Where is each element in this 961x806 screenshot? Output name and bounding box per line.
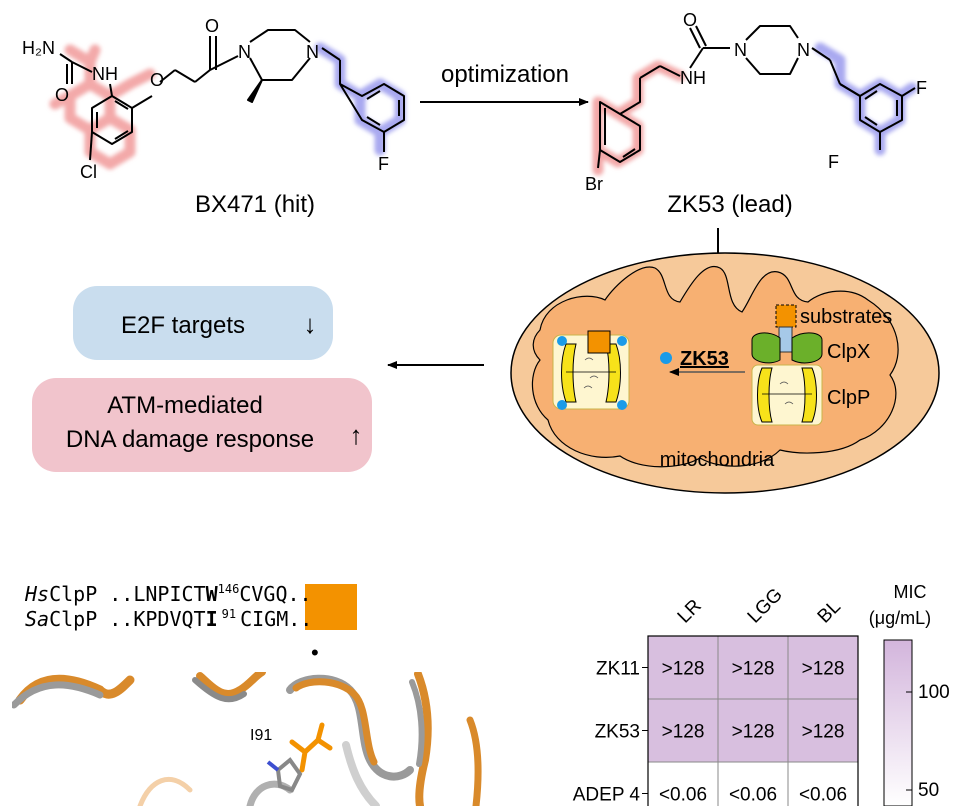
atm-up-arrow: ↑	[350, 420, 363, 450]
colorbar-tick-label: 50	[918, 780, 939, 801]
clpx-right	[791, 332, 823, 364]
heatmap-cell	[717, 698, 789, 763]
alignment-row-hs: HsClpP ..LNPICTW146CVGQ..	[24, 582, 312, 606]
heatmap-cell-value: >128	[732, 659, 775, 680]
heatmap-border	[647, 635, 859, 806]
heatmap-row-label: ZK11	[596, 659, 640, 680]
heatmap-cell-value: >128	[802, 722, 845, 743]
heatmap-cell-value: >128	[662, 722, 705, 743]
clpxp-complex	[751, 304, 823, 426]
lead-bromine-label: Br	[585, 174, 603, 194]
clpx-left	[751, 332, 781, 364]
heatmap-cell	[717, 761, 789, 806]
clpp-label: ClpP	[827, 387, 870, 409]
optimization-arrow: optimization	[420, 61, 589, 106]
mitochondria-label: mitochondria	[660, 449, 775, 471]
heatmap-cell-value: <0.06	[659, 785, 707, 806]
clpp-activated	[552, 330, 630, 410]
hit-amine-label: H₂N	[22, 38, 55, 58]
lead-piperazine-n2-label: N	[797, 40, 810, 60]
heatmap-cell	[717, 635, 789, 700]
heatmap-cell-value: <0.06	[729, 785, 777, 806]
heatmap-col-label-lgg: LGG	[744, 584, 787, 627]
lead-name: ZK53 (lead)	[667, 191, 792, 218]
zk53-dot	[660, 352, 672, 364]
hit-piperazine-n1-label: N	[238, 42, 251, 62]
heatmap-col-label-bl: BL	[814, 596, 845, 627]
hit-chlorine-label: Cl	[80, 162, 97, 182]
zk53-bound-dot	[617, 336, 627, 346]
e2f-box: E2F targets ↓	[73, 286, 333, 360]
e2f-label: E2F targets	[121, 312, 245, 339]
zk53-bound-dot	[557, 400, 567, 410]
colorbar	[883, 639, 913, 806]
heatmap-cell-value: >128	[662, 659, 705, 680]
protein-sa: ClpP	[49, 607, 97, 631]
hit-fluorine-label: F	[378, 154, 389, 174]
colorbar-unit: (μg/mL)	[869, 608, 931, 628]
seq-pre-hs: ..LNPICT	[109, 582, 205, 606]
sequence-alignment: HsClpP ..LNPICTW146CVGQ.. SaClpP ..KPDVQTI…	[24, 582, 357, 665]
hit-piperazine-n2-label: N	[306, 42, 319, 62]
lead-molecule: O N N NH Br F F ZK53 (lead)	[585, 10, 927, 218]
residue-label-i91: I91	[250, 727, 272, 744]
hit-molecule: H₂N O NH O O N N Cl F BX471 (hit)	[22, 16, 406, 218]
hit-name: BX471 (hit)	[195, 191, 315, 218]
seq-post-hs: CVGQ..	[239, 582, 311, 606]
hit-red-highlight	[49, 44, 156, 170]
hit-ether-oxygen-label: O	[150, 70, 164, 90]
seq-pre-sa: ..KPDVQT	[109, 607, 205, 631]
species-hs: Hs	[24, 582, 49, 606]
colorbar-tick-label: 100	[918, 682, 950, 703]
alignment-row-sa: SaClpP ..KPDVQTI 91 CIGM..	[25, 607, 312, 631]
alignment-dot: •	[311, 640, 319, 665]
e2f-down-arrow: ↓	[304, 309, 317, 339]
atm-box: ATM-mediated DNA damage response ↑	[32, 378, 372, 472]
seq-num-hs: 146	[218, 582, 240, 596]
heatmap-col-label-lr: LR	[674, 596, 706, 628]
substrate-in-clpp	[587, 330, 611, 354]
seq-num-sa: 91	[222, 607, 236, 621]
seq-res-sa: I	[206, 607, 218, 631]
heatmap-cell-value: >128	[802, 659, 845, 680]
lead-fluorine-2-label: F	[828, 152, 839, 172]
lead-piperazine-n1-label: N	[734, 40, 747, 60]
heatmap-row-label: ADEP 4	[573, 785, 641, 806]
zk53-mito-label: ZK53	[680, 348, 729, 370]
species-sa: Sa	[25, 607, 49, 631]
hit-nh-label: NH	[92, 64, 118, 84]
seq-res-hs: W	[206, 582, 219, 606]
alignment-highlight-W	[305, 584, 327, 630]
substrate-square	[775, 304, 797, 328]
mitochondrion: ZK53 substrates ClpX ClpP mitochondria	[510, 252, 940, 494]
heatmap-cell	[647, 635, 719, 700]
clpx-label: ClpX	[827, 341, 870, 363]
hit-urea-oxygen-label: O	[55, 85, 69, 105]
heatmap-cell-value: <0.06	[799, 785, 847, 806]
lead-nh-label: NH	[680, 68, 706, 88]
substrates-label: substrates	[800, 306, 892, 328]
protein-hs: ClpP	[49, 582, 97, 606]
hit-blue-highlight	[314, 42, 406, 156]
lead-fluorine-1-label: F	[916, 78, 927, 98]
alignment-highlight-num	[327, 584, 357, 630]
hit-amide-oxygen-label: O	[205, 16, 219, 36]
heatmap-cell	[787, 698, 859, 763]
optimization-label: optimization	[441, 61, 569, 88]
seq-post-sa: CIGM..	[240, 607, 312, 631]
structure-panel: I91	[12, 672, 492, 806]
zk53-bound-dot	[617, 400, 627, 410]
colorbar-title: MIC	[894, 582, 927, 602]
atm-line2: DNA damage response	[66, 426, 314, 453]
heatmap-row-label: ZK53	[595, 722, 640, 743]
lead-oxygen-label: O	[683, 10, 697, 30]
heatmap-cell	[787, 635, 859, 700]
zk53-bound-dot	[557, 336, 567, 346]
atm-line1: ATM-mediated	[107, 392, 263, 419]
heatmap-cell-value: >128	[732, 722, 775, 743]
